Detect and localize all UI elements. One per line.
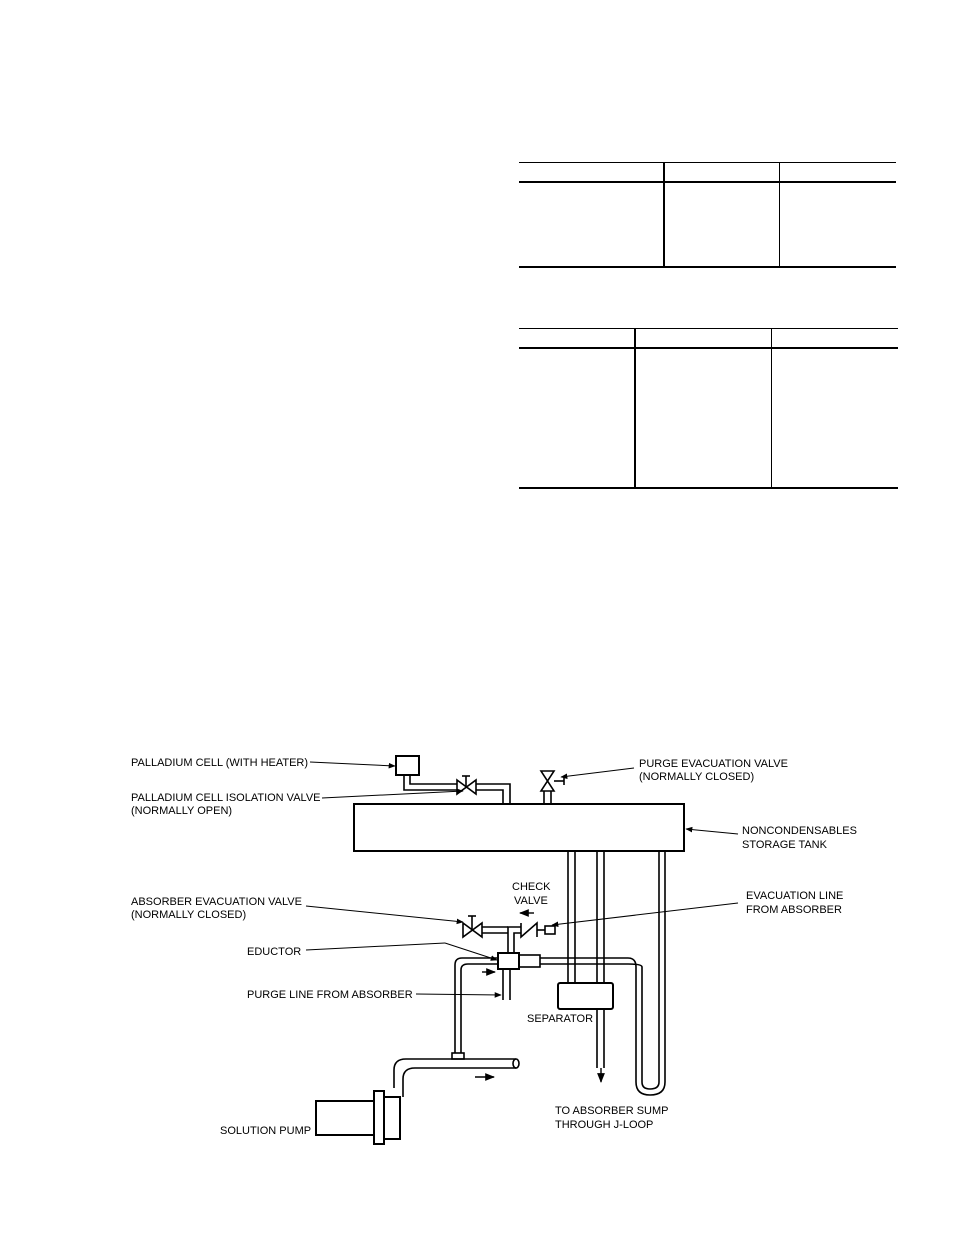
label-evac-line-line2: FROM ABSORBER	[746, 904, 842, 916]
purge-evacuation-valve	[539, 770, 565, 804]
absorber-evacuation-valve	[462, 915, 483, 939]
table-1-header-rule	[519, 181, 896, 183]
label-eductor: EDUCTOR	[247, 946, 301, 958]
j-loop	[540, 851, 666, 1096]
label-evac-line-line1: EVACUATION LINE	[746, 890, 843, 902]
table-1-col-divider-2	[779, 162, 780, 267]
label-absorber-valve-line2: (NORMALLY CLOSED)	[131, 909, 246, 921]
label-palladium-cell: PALLADIUM CELL (WITH HEATER)	[131, 757, 308, 769]
palladium-cell	[395, 755, 420, 776]
label-purge-valve-line1: PURGE EVACUATION VALVE	[639, 758, 788, 770]
label-check-valve-line2: VALVE	[514, 895, 548, 907]
table-2-col-divider-1	[634, 328, 636, 488]
table-2-header-rule	[519, 347, 898, 349]
table-2-col-divider-2	[771, 328, 772, 488]
palladium-pipe	[403, 775, 457, 791]
eductor	[497, 952, 520, 970]
label-palladium-valve-line1: PALLADIUM CELL ISOLATION VALVE	[131, 792, 321, 804]
table-1-top-rule	[519, 162, 896, 163]
label-purge-valve-line2: (NORMALLY CLOSED)	[639, 771, 754, 783]
table-1-bottom-rule	[519, 266, 896, 268]
label-solution-pump: SOLUTION PUMP	[220, 1125, 311, 1137]
label-check-valve-line1: CHECK	[512, 881, 551, 893]
check-valve	[520, 921, 556, 939]
label-storage-tank-line2: STORAGE TANK	[742, 839, 828, 851]
motive-pipe	[454, 957, 498, 1053]
storage-tank	[353, 803, 685, 852]
table-1-col-divider-1	[663, 162, 665, 267]
label-palladium-valve-line2: (NORMALLY OPEN)	[131, 805, 232, 817]
label-storage-tank-line1: NONCONDENSABLES	[742, 825, 857, 837]
label-separator: SEPARATOR	[527, 1013, 593, 1025]
label-purge-line: PURGE LINE FROM ABSORBER	[247, 989, 413, 1001]
label-sump-line2: THROUGH J-LOOP	[555, 1119, 653, 1131]
table-2-top-rule	[519, 328, 898, 329]
separator	[557, 982, 614, 1010]
table-2-bottom-rule	[519, 487, 898, 489]
label-absorber-valve-line1: ABSORBER EVACUATION VALVE	[131, 896, 302, 908]
label-sump-line1: TO ABSORBER SUMP	[555, 1105, 669, 1117]
solution-pump	[315, 1090, 401, 1145]
